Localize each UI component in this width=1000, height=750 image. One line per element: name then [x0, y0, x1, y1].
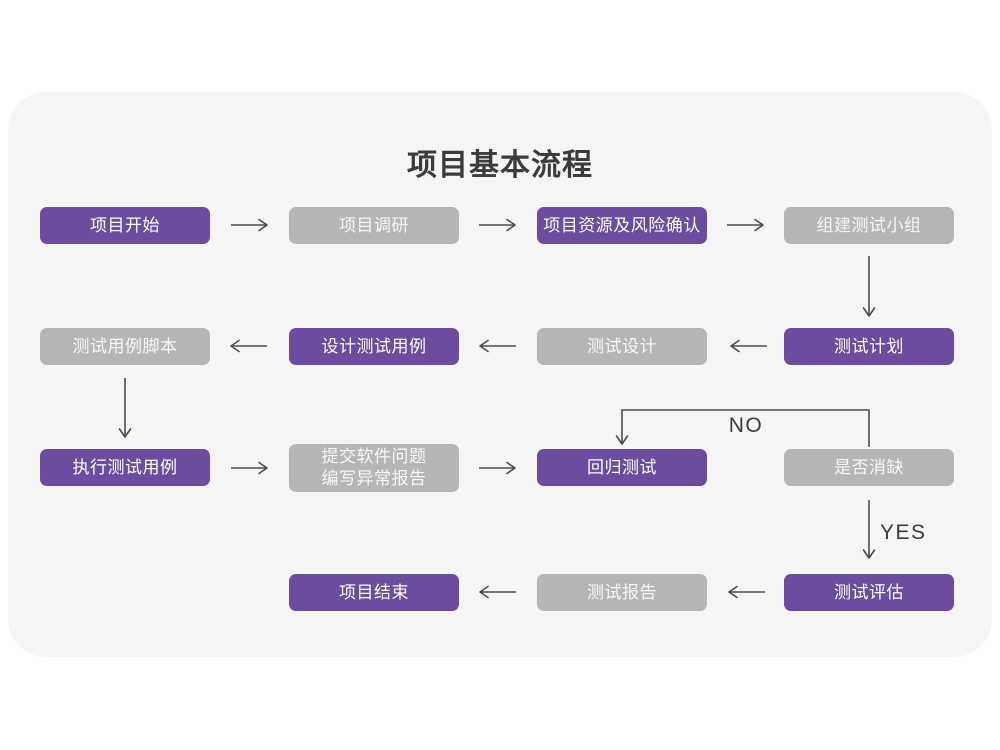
node-test-design: 测试设计	[537, 328, 707, 365]
node-build-test-team: 组建测试小组	[784, 207, 954, 244]
node-design-test-cases: 设计测试用例	[289, 328, 459, 365]
node-project-research: 项目调研	[289, 207, 459, 244]
node-test-plan: 测试计划	[784, 328, 954, 365]
node-resources-risk: 项目资源及风险确认	[537, 207, 707, 244]
node-submit-issue-report: 提交软件问题 编写异常报告	[289, 444, 459, 492]
node-execute-test-cases: 执行测试用例	[40, 449, 210, 486]
node-regression-test: 回归测试	[537, 449, 707, 486]
node-defect-cleared: 是否消缺	[784, 449, 954, 486]
node-test-report: 测试报告	[537, 574, 707, 611]
flowchart-card	[8, 92, 992, 657]
edge-label-no: NO	[728, 414, 764, 437]
node-project-start: 项目开始	[40, 207, 210, 244]
node-project-end: 项目结束	[289, 574, 459, 611]
page-title: 项目基本流程	[407, 149, 593, 182]
node-test-case-script: 测试用例脚本	[40, 328, 210, 365]
node-test-evaluation: 测试评估	[784, 574, 954, 611]
edge-label-yes: YES	[880, 521, 927, 544]
